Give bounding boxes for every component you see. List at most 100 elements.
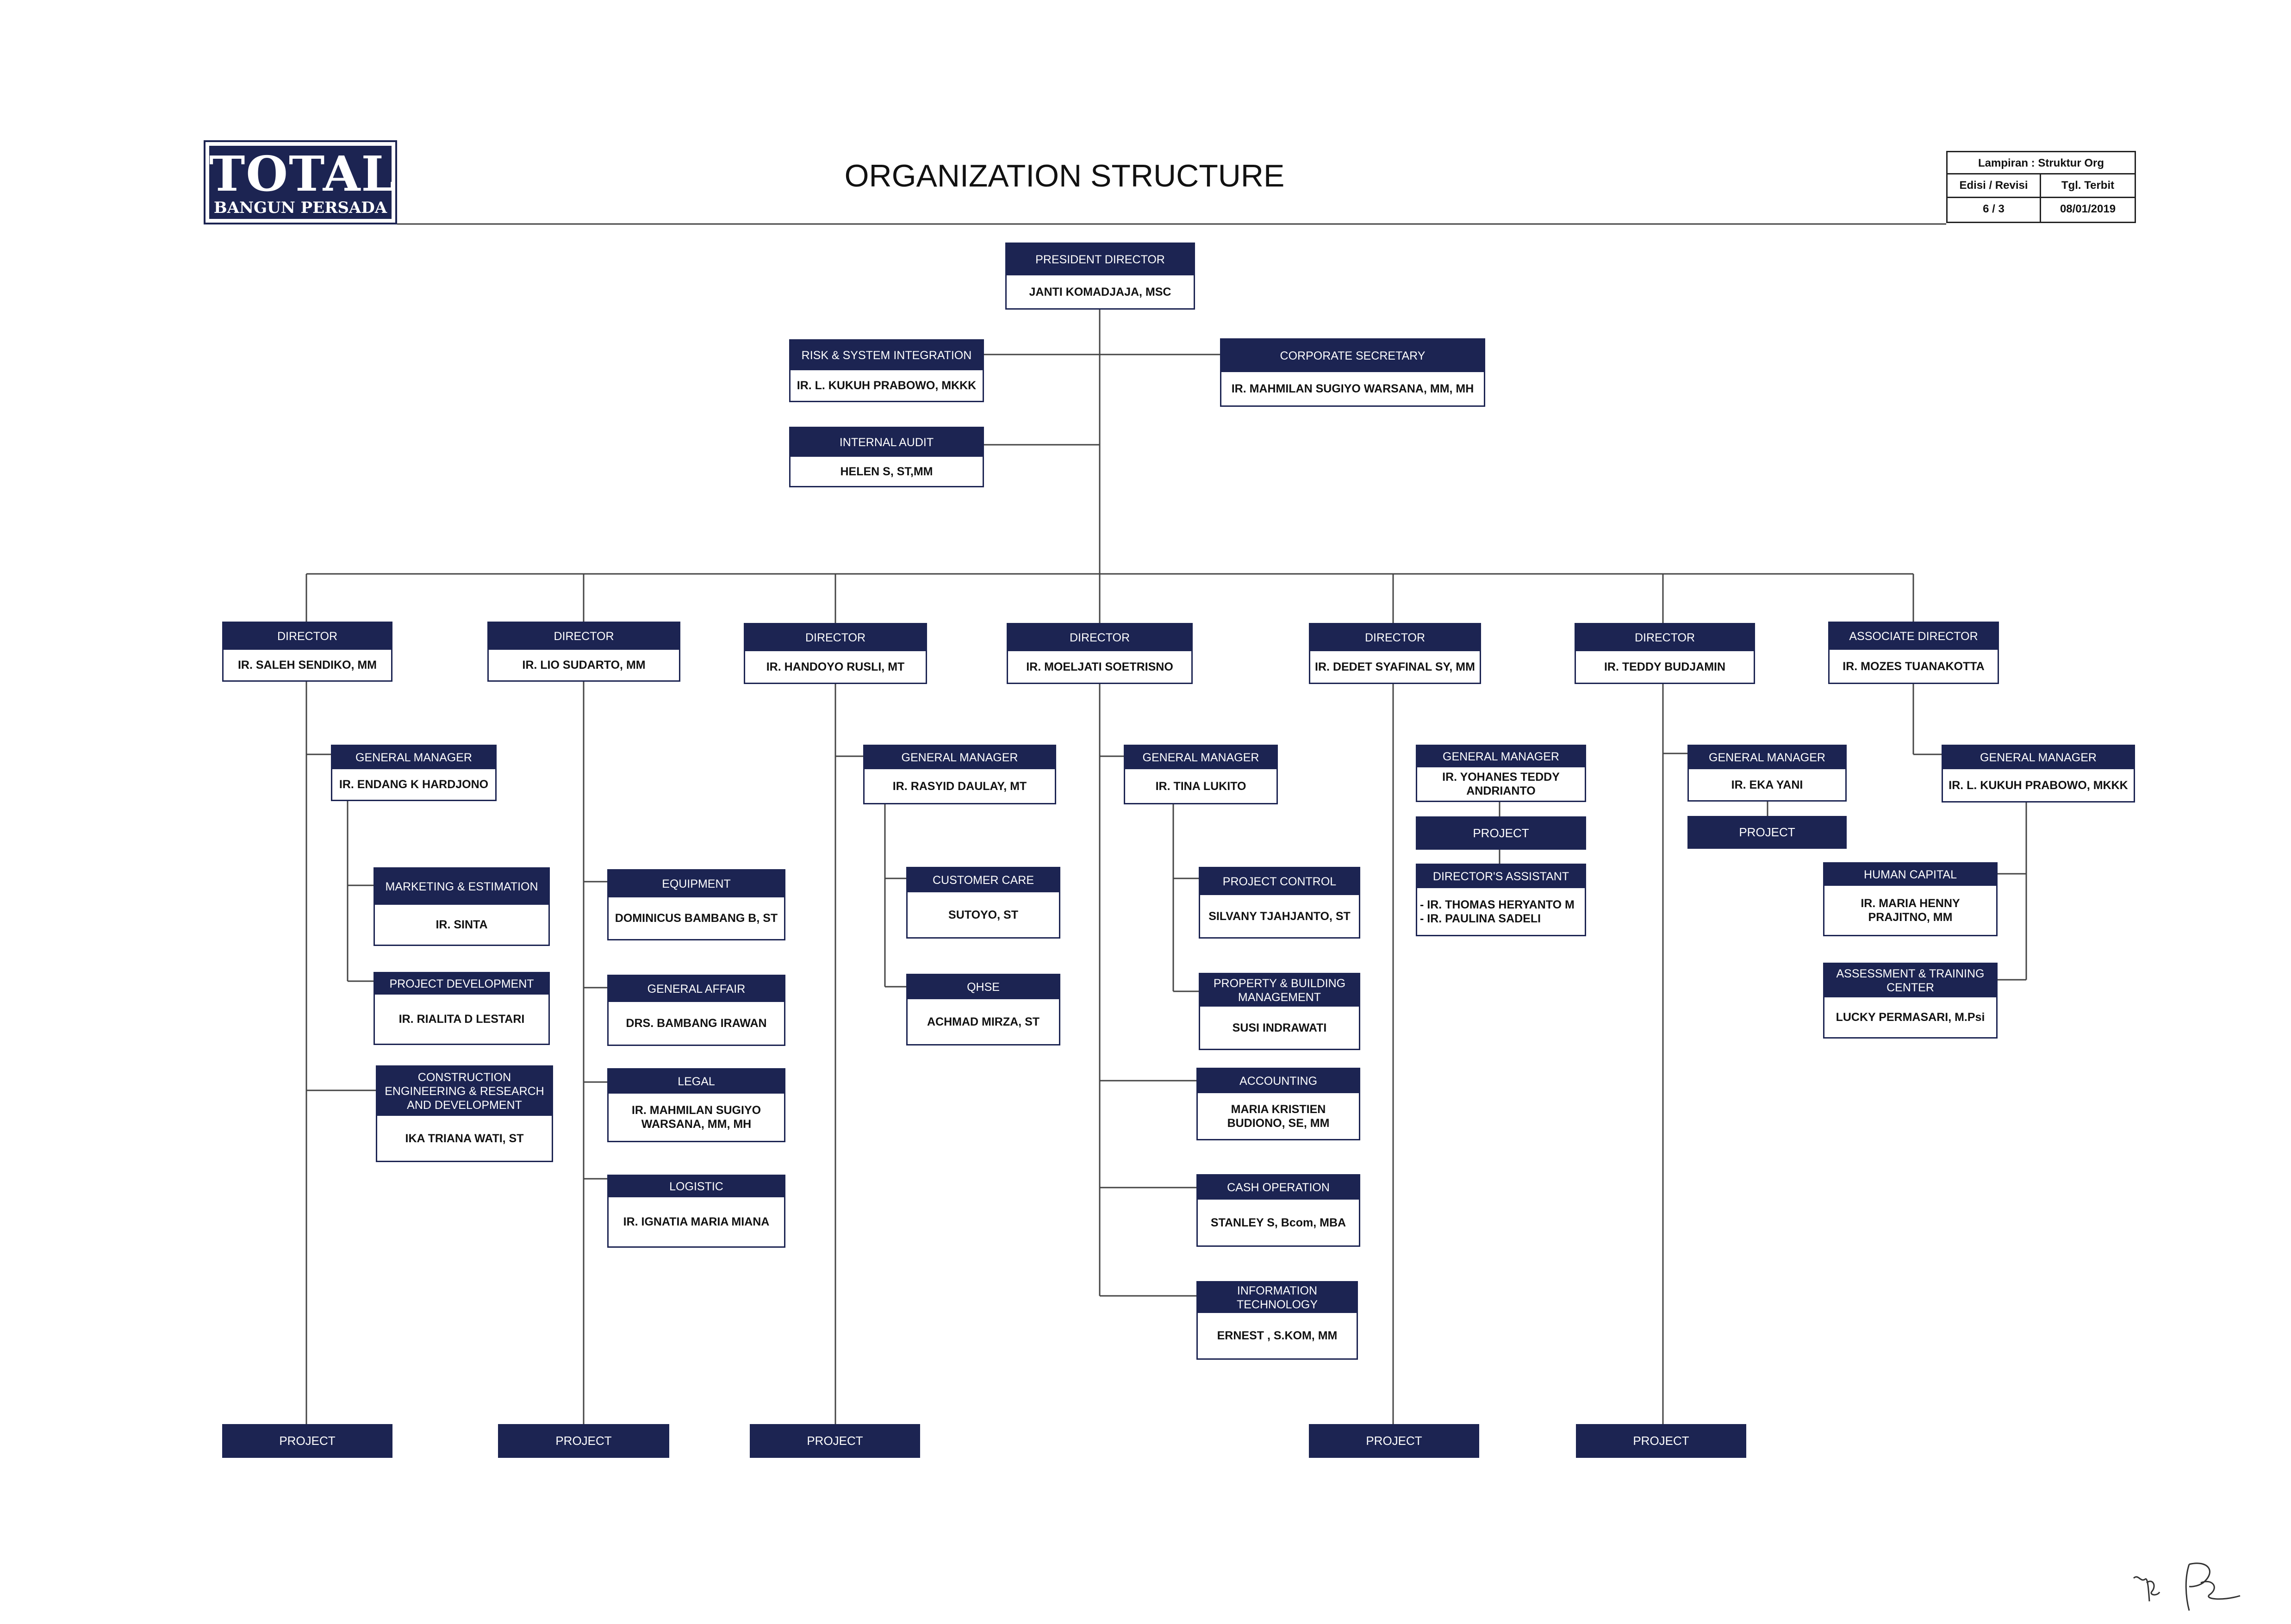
box-general-manager-5: GENERAL MANAGER IR. YOHANES TEDDY ANDRIA…: [1416, 745, 1586, 802]
box-name: SUTOYO, ST: [948, 908, 1018, 921]
box-title: MARKETING & ESTIMATION: [375, 869, 548, 905]
box-title: PROJECT CONTROL: [1200, 868, 1359, 895]
box-project-control: PROJECT CONTROL SILVANY TJAHJANTO, ST: [1199, 867, 1360, 939]
box-title: ASSESSMENT & TRAINING CENTER: [1824, 964, 1996, 997]
box-title: GENERAL MANAGER: [1943, 746, 2134, 769]
box-title: GENERAL AFFAIR: [609, 976, 784, 1002]
box-name: IR. TINA LUKITO: [1155, 779, 1246, 793]
box-title: GENERAL MANAGER: [865, 746, 1055, 769]
box-general-manager-6: GENERAL MANAGER IR. EKA YANI: [1687, 745, 1847, 802]
box-project-d6: PROJECT: [1576, 1424, 1746, 1458]
box-name: ERNEST , S.KOM, MM: [1217, 1329, 1338, 1342]
box-name: JANTI KOMADJAJA, MSC: [1029, 285, 1171, 299]
box-name: IR. MAHMILAN SUGIYO WARSANA, MM, MH: [1231, 382, 1474, 395]
signature-mark: [2133, 1562, 2241, 1611]
box-title: GENERAL MANAGER: [332, 746, 495, 769]
box-name: IR. MOELJATI SOETRISNO: [1026, 660, 1173, 673]
box-title: INFORMATION TECHNOLOGY: [1198, 1282, 1357, 1313]
box-title: PRESIDENT DIRECTOR: [1007, 244, 1194, 275]
box-title: DIRECTOR: [1576, 624, 1754, 651]
box-name: IR. RASYID DAULAY, MT: [892, 779, 1027, 793]
box-project-d5-gm: PROJECT: [1416, 816, 1586, 850]
box-title: GENERAL MANAGER: [1417, 746, 1585, 767]
box-construction-engineering: CONSTRUCTION ENGINEERING & RESEARCH AND …: [376, 1065, 553, 1162]
doc-tgl-value: 08/01/2019: [2060, 203, 2116, 215]
box-title: INTERNAL AUDIT: [791, 428, 983, 457]
box-name: IR. LIO SUDARTO, MM: [522, 659, 646, 672]
box-name: IR. SALEH SENDIKO, MM: [237, 659, 377, 672]
box-title: CASH OPERATION: [1198, 1176, 1359, 1200]
doc-edisi-label: Edisi / Revisi: [1948, 174, 2041, 198]
box-risk-system-integration: RISK & SYSTEM INTEGRATION IR. L. KUKUH P…: [789, 339, 984, 402]
box-title: DIRECTOR: [489, 623, 679, 650]
box-name: DOMINICUS BAMBANG B, ST: [615, 912, 778, 925]
box-name: IR. L. KUKUH PRABOWO, MKKK: [1949, 778, 2128, 792]
box-title: GENERAL MANAGER: [1689, 746, 1845, 769]
box-director-2: DIRECTOR IR. LIO SUDARTO, MM: [487, 622, 680, 682]
box-project-d3: PROJECT: [750, 1424, 920, 1458]
box-title: ASSOCIATE DIRECTOR: [1830, 623, 1998, 650]
box-project-development: PROJECT DEVELOPMENT IR. RIALITA D LESTAR…: [374, 972, 550, 1045]
box-name: IR. MARIA HENNY PRAJITNO, MM: [1861, 897, 1960, 924]
box-human-capital: HUMAN CAPITAL IR. MARIA HENNY PRAJITNO, …: [1823, 862, 1998, 936]
box-title: DIRECTOR: [224, 623, 391, 650]
box-directors-assistant: DIRECTOR'S ASSISTANT - IR. THOMAS HERYAN…: [1416, 864, 1586, 936]
box-general-affair: GENERAL AFFAIR DRS. BAMBANG IRAWAN: [607, 975, 785, 1046]
box-general-manager-1: GENERAL MANAGER IR. ENDANG K HARDJONO: [331, 745, 497, 801]
box-name: SUSI INDRAWATI: [1232, 1021, 1327, 1034]
page-title: ORGANIZATION STRUCTURE: [844, 158, 1285, 193]
box-title: LOGISTIC: [609, 1176, 784, 1197]
box-name: DRS. BAMBANG IRAWAN: [626, 1017, 767, 1030]
box-director-5: DIRECTOR IR. DEDET SYAFINAL SY, MM: [1309, 623, 1481, 684]
box-title: CUSTOMER CARE: [908, 868, 1059, 892]
box-general-manager-3: GENERAL MANAGER IR. RASYID DAULAY, MT: [863, 745, 1056, 804]
box-name: ACHMAD MIRZA, ST: [927, 1015, 1040, 1028]
company-logo: TOTAL BANGUN PERSADA: [204, 140, 397, 224]
doc-edisi-value: 6 / 3: [1948, 198, 2041, 222]
box-information-technology: INFORMATION TECHNOLOGY ERNEST , S.KOM, M…: [1196, 1281, 1358, 1360]
box-customer-care: CUSTOMER CARE SUTOYO, ST: [906, 867, 1060, 939]
box-name: IR. IGNATIA MARIA MIANA: [623, 1215, 770, 1228]
box-assessment-training-center: ASSESSMENT & TRAINING CENTER LUCKY PERMA…: [1823, 963, 1998, 1039]
box-title: ACCOUNTING: [1198, 1069, 1359, 1093]
box-name: - IR. THOMAS HERYANTO M - IR. PAULINA SA…: [1420, 898, 1575, 925]
box-accounting: ACCOUNTING MARIA KRISTIEN BUDIONO, SE, M…: [1196, 1068, 1360, 1140]
box-title: RISK & SYSTEM INTEGRATION: [791, 341, 983, 370]
box-associate-director: ASSOCIATE DIRECTOR IR. MOZES TUANAKOTTA: [1828, 622, 1999, 684]
doc-lampiran: Lampiran : Struktur Org: [1948, 152, 2135, 174]
box-name: SILVANY TJAHJANTO, ST: [1208, 909, 1351, 923]
box-name: IR. MAHMILAN SUGIYO WARSANA, MM, MH: [631, 1104, 761, 1131]
box-title: CORPORATE SECRETARY: [1221, 340, 1484, 372]
box-project-d1: PROJECT: [222, 1424, 392, 1458]
box-director-1: DIRECTOR IR. SALEH SENDIKO, MM: [222, 622, 392, 682]
logo-main-text: TOTAL: [209, 145, 396, 202]
box-title: HUMAN CAPITAL: [1824, 864, 1996, 886]
box-legal: LEGAL IR. MAHMILAN SUGIYO WARSANA, MM, M…: [607, 1068, 785, 1142]
box-name: IR. YOHANES TEDDY ANDRIANTO: [1442, 771, 1560, 797]
box-equipment: EQUIPMENT DOMINICUS BAMBANG B, ST: [607, 869, 785, 940]
box-name: IR. DEDET SYAFINAL SY, MM: [1315, 660, 1475, 673]
box-cash-operation: CASH OPERATION STANLEY S, Bcom, MBA: [1196, 1174, 1360, 1247]
box-name: IR. SINTA: [436, 918, 488, 931]
box-corporate-secretary: CORPORATE SECRETARY IR. MAHMILAN SUGIYO …: [1220, 338, 1485, 407]
box-internal-audit: INTERNAL AUDIT HELEN S, ST,MM: [789, 427, 984, 487]
box-director-3: DIRECTOR IR. HANDOYO RUSLI, MT: [744, 623, 927, 684]
box-director-4: DIRECTOR IR. MOELJATI SOETRISNO: [1007, 623, 1193, 684]
box-title: DIRECTOR: [1310, 624, 1480, 651]
box-name: HELEN S, ST,MM: [840, 465, 933, 478]
box-project-d6-gm: PROJECT: [1687, 816, 1847, 849]
box-logistic: LOGISTIC IR. IGNATIA MARIA MIANA: [607, 1175, 785, 1248]
box-title: QHSE: [908, 975, 1059, 999]
box-name: IKA TRIANA WATI, ST: [405, 1132, 524, 1145]
box-name: IR. TEDDY BUDJAMIN: [1604, 660, 1726, 673]
box-general-manager-4: GENERAL MANAGER IR. TINA LUKITO: [1124, 745, 1278, 804]
logo-sub-text: BANGUN PERSADA: [213, 199, 387, 217]
box-title: PROJECT DEVELOPMENT: [375, 973, 548, 995]
box-name: IR. ENDANG K HARDJONO: [339, 778, 489, 791]
box-president-director: PRESIDENT DIRECTOR JANTI KOMADJAJA, MSC: [1005, 243, 1195, 310]
box-director-6: DIRECTOR IR. TEDDY BUDJAMIN: [1575, 623, 1755, 684]
box-name: LUCKY PERMASARI, M.Psi: [1836, 1011, 1985, 1024]
box-title: GENERAL MANAGER: [1125, 746, 1276, 769]
box-name: MARIA KRISTIEN BUDIONO, SE, MM: [1227, 1102, 1330, 1130]
